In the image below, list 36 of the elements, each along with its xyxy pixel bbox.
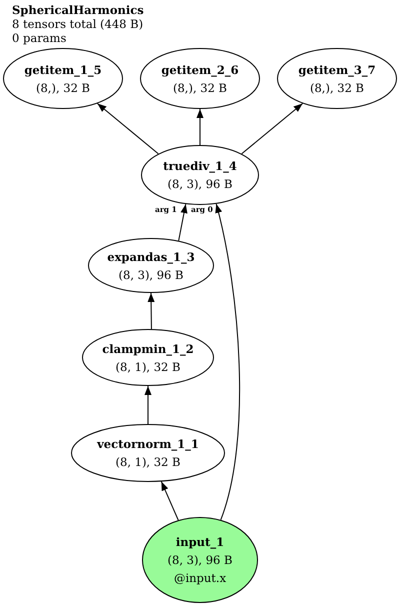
node-ellipse <box>142 517 258 603</box>
summary-text: 8 tensors total (448 B) <box>12 17 144 31</box>
node-ellipse <box>3 48 123 109</box>
summary-text: 0 params <box>12 31 66 45</box>
node-ellipse <box>82 329 214 386</box>
node-detail: (8, 3), 96 B <box>168 552 232 569</box>
node-name: truediv_1_4 <box>163 158 237 175</box>
node-detail: (8, 1), 32 B <box>116 454 180 471</box>
node-detail: (8, 1), 32 B <box>116 358 180 376</box>
arrow <box>148 292 155 330</box>
node-detail: (8,), 32 B <box>173 80 227 96</box>
node-ellipse <box>277 48 397 109</box>
arrow <box>96 102 159 154</box>
node-detail: @input.x <box>174 570 226 587</box>
node-name: input_1 <box>176 534 224 551</box>
node-ellipse <box>140 48 260 109</box>
node-name: getitem_1_5 <box>24 62 102 78</box>
node-name: getitem_2_6 <box>161 62 239 78</box>
arrow <box>144 386 152 424</box>
node-name: clampmin_1_2 <box>102 340 194 358</box>
arrow <box>196 108 204 146</box>
diagram-title: SphericalHarmonics <box>12 3 144 17</box>
node-ellipse <box>88 238 214 293</box>
node-detail: (8, 3), 96 B <box>168 176 232 193</box>
node-name: vectornorm_1_1 <box>97 436 199 453</box>
node-name: expandas_1_3 <box>107 248 195 266</box>
arrow <box>160 481 179 521</box>
node-detail: (8,), 32 B <box>310 80 364 96</box>
node-detail: (8,), 32 B <box>36 80 90 96</box>
node-detail: (8, 3), 96 B <box>118 266 184 284</box>
node-ellipse <box>141 145 259 205</box>
node-name: getitem_3_7 <box>298 62 376 78</box>
node-ellipse <box>71 424 225 482</box>
arrow <box>178 204 188 242</box>
arrow <box>241 102 304 154</box>
arrow <box>215 203 240 520</box>
